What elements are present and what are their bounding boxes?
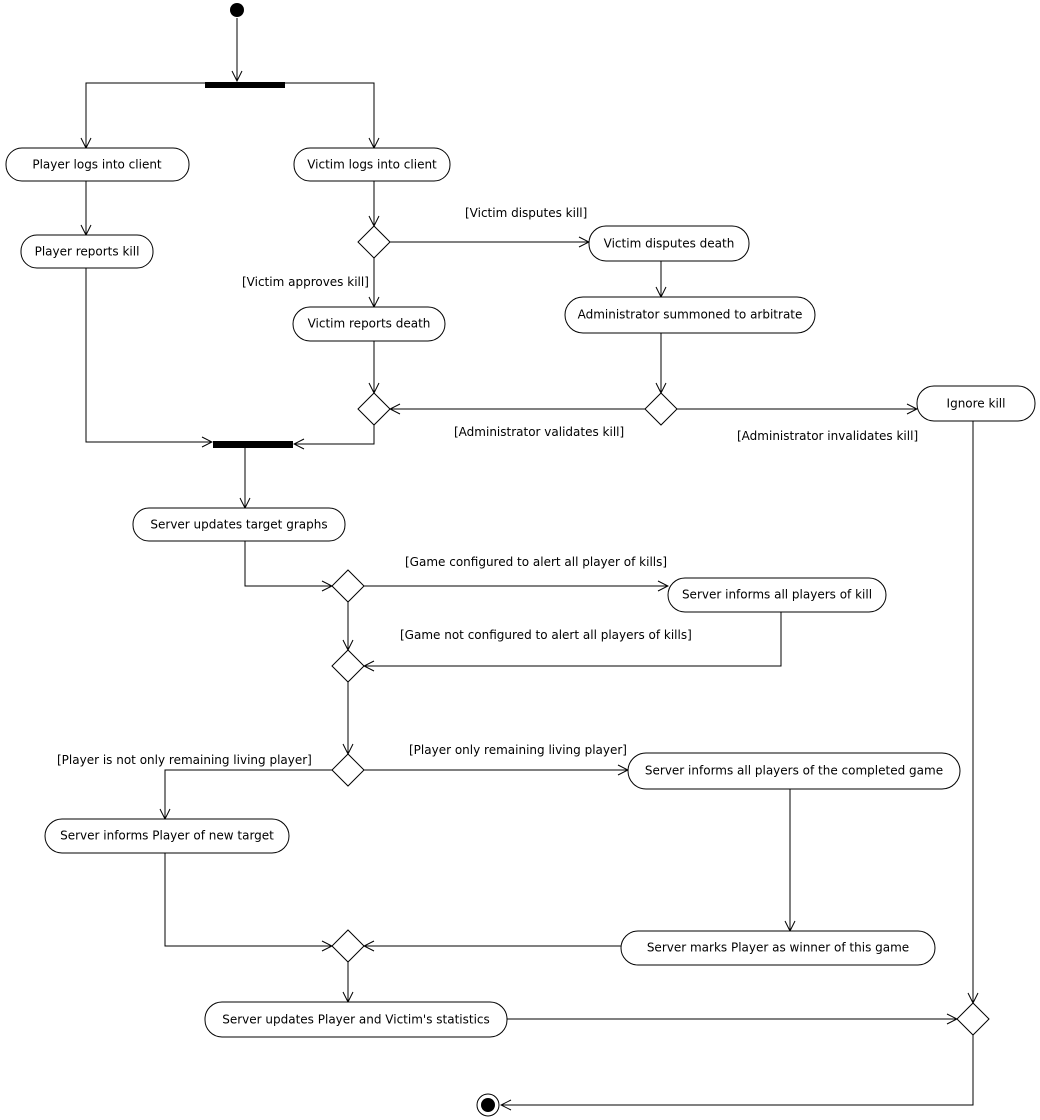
- activity-label: Player logs into client: [32, 158, 162, 172]
- activity-label: Server informs all players of the comple…: [645, 764, 943, 778]
- activity-label: Ignore kill: [947, 397, 1006, 411]
- activity-label: Server informs Player of new target: [60, 829, 274, 843]
- activity-victim-logs-in: Victim logs into client: [293, 147, 451, 182]
- activity-label: Server marks Player as winner of this ga…: [647, 941, 909, 955]
- activity-server-updates-stats: Server updates Player and Victim's stati…: [204, 1001, 508, 1038]
- guard-victim-approves-kill: [Victim approves kill]: [242, 275, 369, 289]
- edge-merge-to-join: [294, 425, 375, 444]
- initial-node: [230, 3, 244, 17]
- activity-ignore-kill: Ignore kill: [916, 385, 1036, 422]
- activity-server-informs-all-kill: Server informs all players of kill: [667, 577, 887, 613]
- activity-admin-summoned: Administrator summoned to arbitrate: [564, 296, 816, 334]
- guard-victim-disputes-kill: [Victim disputes kill]: [465, 206, 587, 220]
- activity-label: Server updates Player and Victim's stati…: [222, 1013, 490, 1027]
- final-node: [476, 1093, 500, 1117]
- activity-server-marks-winner: Server marks Player as winner of this ga…: [620, 930, 936, 966]
- edges: [86, 18, 973, 1105]
- activity-label: Victim disputes death: [604, 237, 735, 251]
- merge-victim-approval: [357, 392, 391, 426]
- decision-alert-config: [331, 569, 365, 603]
- decision-administrator: [644, 392, 678, 426]
- activity-player-reports-kill: Player reports kill: [20, 234, 154, 269]
- edge-kill-info-to-merge: [364, 612, 782, 666]
- join-bar: [213, 441, 293, 448]
- activity-player-logs-in: Player logs into client: [5, 147, 190, 182]
- activity-victim-reports-death: Victim reports death: [292, 306, 446, 342]
- activity-server-informs-new-target: Server informs Player of new target: [44, 818, 290, 854]
- guard-game-configured-alert: [Game configured to alert all player of …: [405, 555, 667, 569]
- activity-server-informs-completed: Server informs all players of the comple…: [627, 752, 961, 790]
- edge-fork-to-player-login: [86, 82, 205, 148]
- activity-label: Player reports kill: [35, 245, 140, 259]
- activity-label: Victim reports death: [308, 317, 431, 331]
- guard-player-not-only-remaining: [Player is not only remaining living pla…: [57, 753, 312, 767]
- edge-fork-to-victim-login: [285, 82, 374, 148]
- activity-label: Server updates target graphs: [150, 518, 327, 532]
- edge-target-to-merge: [164, 853, 332, 946]
- merge-final: [956, 1002, 990, 1036]
- edge-final-to-end: [501, 1035, 974, 1105]
- decision-remaining-players: [331, 753, 365, 787]
- edge-player-report-to-join: [85, 268, 212, 442]
- activity-server-updates-graphs: Server updates target graphs: [132, 507, 346, 542]
- guard-admin-invalidates: [Administrator invalidates kill]: [737, 429, 918, 443]
- merge-alert: [331, 649, 365, 683]
- activity-victim-disputes-death: Victim disputes death: [588, 225, 750, 262]
- activity-label: Administrator summoned to arbitrate: [578, 308, 803, 322]
- guard-admin-validates: [Administrator validates kill]: [454, 425, 624, 439]
- activity-label: Server informs all players of kill: [682, 588, 872, 602]
- edge-graphs-to-decision: [244, 541, 332, 586]
- fork-bar: [205, 82, 285, 88]
- merge-game-outcome: [331, 929, 365, 963]
- guard-game-not-configured-alert: [Game not configured to alert all player…: [400, 628, 692, 642]
- decision-victim-response: [357, 225, 391, 259]
- guard-player-only-remaining: [Player only remaining living player]: [409, 743, 627, 757]
- activity-label: Victim logs into client: [307, 158, 437, 172]
- edge-remaining-no: [165, 769, 332, 819]
